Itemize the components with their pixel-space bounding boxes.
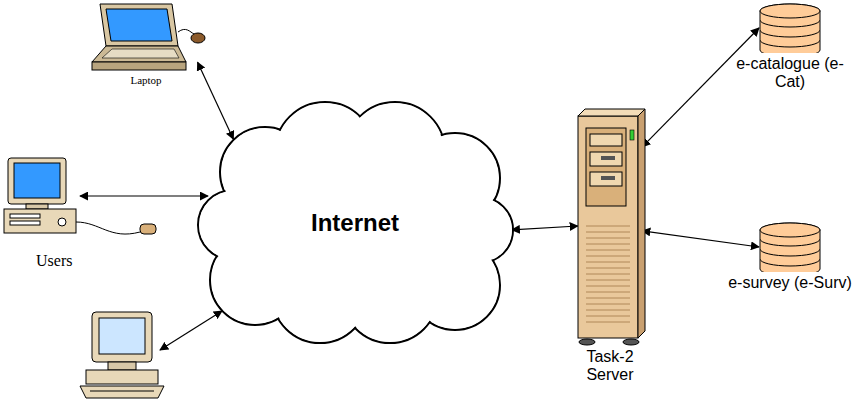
connector-arrow xyxy=(198,62,234,139)
database-cylinder xyxy=(759,3,821,53)
node-label: Laptop xyxy=(91,74,201,87)
connector-arrow xyxy=(512,226,578,230)
connector-arrow xyxy=(642,231,759,247)
server-tower xyxy=(573,106,648,346)
database: e-catalogue (e-Cat) xyxy=(725,3,855,96)
database-cylinder xyxy=(759,222,821,272)
internet-cloud: Internet xyxy=(195,100,515,345)
node-label: e-survey (e-Surv) xyxy=(725,274,855,292)
laptop: Laptop xyxy=(85,2,207,91)
group-label: Users xyxy=(36,252,72,270)
node-label: Task-2 Server xyxy=(575,348,645,385)
server: Task-2 Server xyxy=(560,106,660,389)
database: e-survey (e-Surv) xyxy=(725,222,855,297)
node-label: e-catalogue (e-Cat) xyxy=(725,55,855,92)
connector-arrow xyxy=(642,28,759,147)
node-label: Internet xyxy=(311,209,399,237)
laptop-icon xyxy=(86,2,206,72)
